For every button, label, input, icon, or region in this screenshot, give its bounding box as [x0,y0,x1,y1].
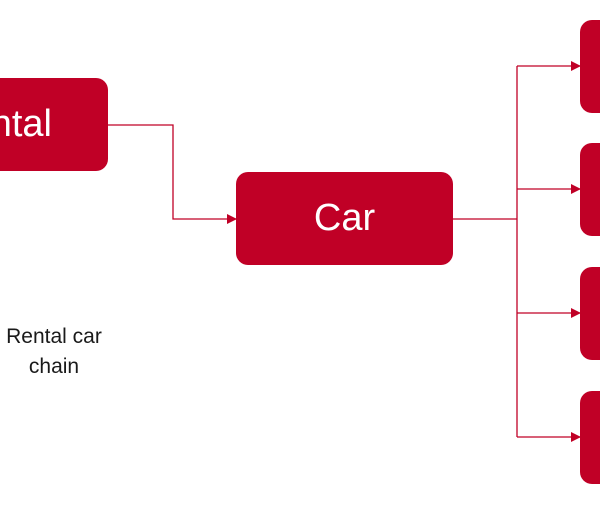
child-node-2 [580,143,600,236]
child-node-3 [580,267,600,360]
child-node-1 [580,20,600,113]
car-node: Car [236,172,453,265]
connector-rental-to-car [108,124,237,224]
caption-line-1: Rental car [6,325,102,348]
rental-node: ntal [0,78,108,171]
caption-line-2: chain [28,355,80,378]
diagram-caption: Rental car chain [0,322,108,382]
child-node-4 [580,391,600,484]
car-node-label: Car [313,197,376,239]
rental-node-label: ntal [0,103,52,145]
